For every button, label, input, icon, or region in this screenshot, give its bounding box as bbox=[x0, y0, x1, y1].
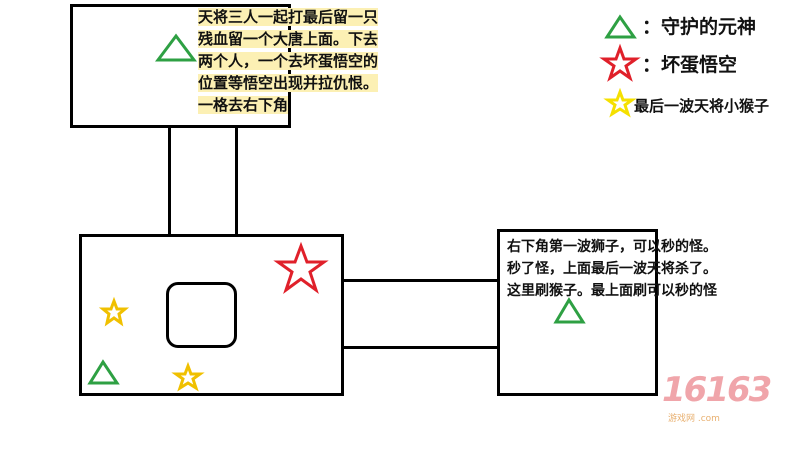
central-pillar bbox=[166, 282, 237, 348]
right-note: 右下角第一波狮子，可以秒的怪。 秒了怪，上面最后一波天将杀了。 这里刷猴子。最上… bbox=[507, 236, 717, 302]
yellow-star-icon bbox=[171, 361, 205, 392]
legend-wukong: ：坏蛋悟空 bbox=[642, 54, 738, 76]
red-star-icon bbox=[273, 241, 329, 294]
red-star-icon bbox=[599, 43, 641, 82]
green-triangle-icon bbox=[155, 33, 197, 62]
note-line: 残血留一个大唐上面。下去 bbox=[198, 30, 379, 48]
right-corridor bbox=[341, 279, 500, 349]
watermark-logo: 16163 bbox=[662, 370, 772, 410]
top-note: 天将三人一起打最后留一只 残血留一个大唐上面。下去 两个人，一个去坏蛋悟空的 位… bbox=[198, 6, 379, 116]
legend-guardian: ：守护的元神 bbox=[642, 16, 757, 38]
note-line: 这里刷猴子。最上面刷可以秒的怪 bbox=[507, 283, 717, 299]
note-line: 两个人，一个去坏蛋悟空的 bbox=[198, 52, 379, 70]
green-triangle-icon bbox=[604, 14, 637, 39]
green-triangle-icon bbox=[553, 297, 586, 324]
yellow-star-icon bbox=[98, 296, 130, 327]
top-corridor bbox=[168, 125, 238, 237]
note-line: 右下角第一波狮子，可以秒的怪。 bbox=[507, 239, 717, 255]
watermark-sub: 游戏网 .com bbox=[668, 414, 720, 424]
green-triangle-icon bbox=[87, 359, 120, 385]
note-line: 秒了怪，上面最后一波天将杀了。 bbox=[507, 261, 717, 277]
yellow-star-icon bbox=[603, 87, 637, 118]
legend-monkeys: 最后一波天将小猴子 bbox=[634, 97, 770, 115]
note-line: 一格去右下角 bbox=[198, 96, 289, 114]
note-line: 位置等悟空出现并拉仇恨。 bbox=[198, 74, 379, 92]
note-line: 天将三人一起打最后留一只 bbox=[198, 8, 379, 26]
